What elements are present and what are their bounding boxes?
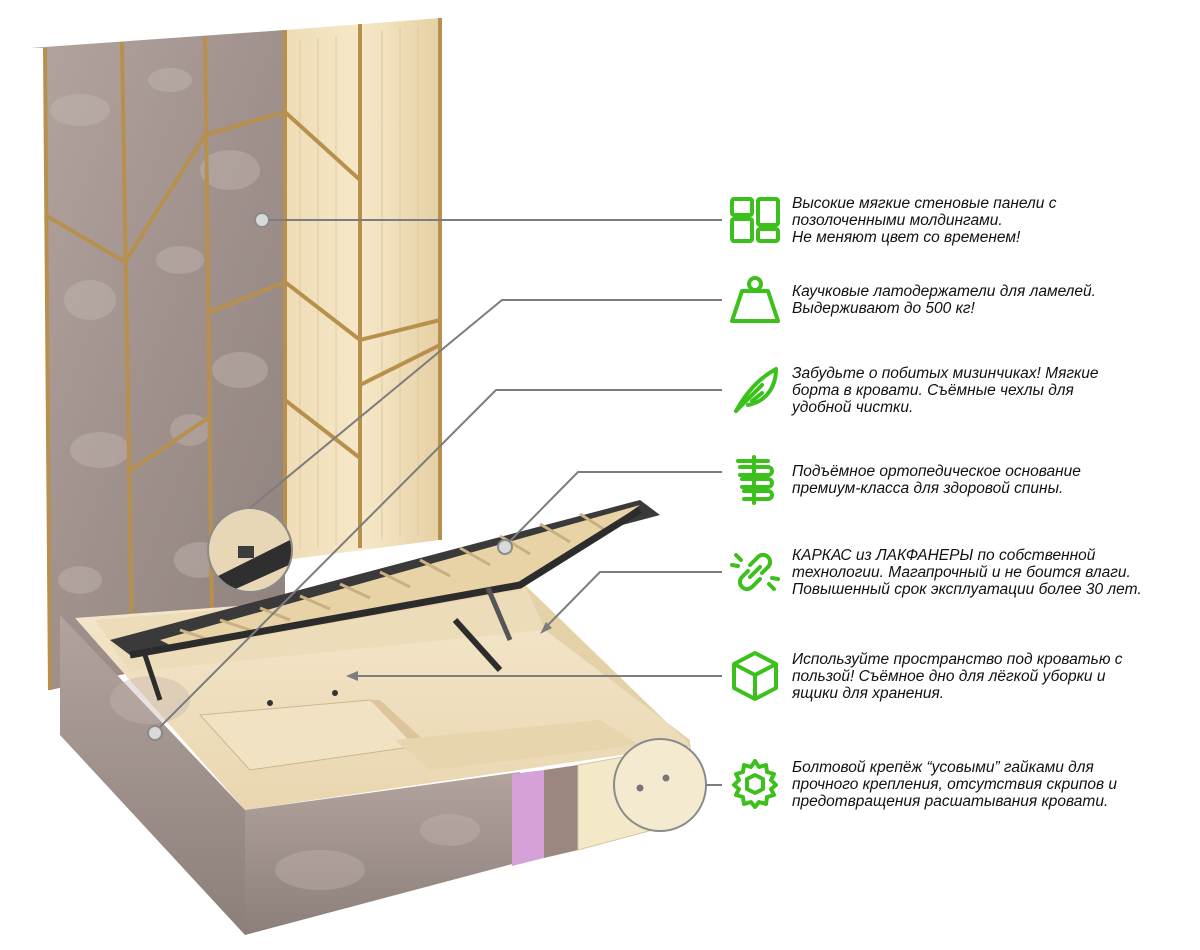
feature-orthopedic-base: Подъёмное ортопедическое основание преми… <box>728 448 1188 512</box>
feature-wall-panels: Высокие мягкие стеновые панели с позолоч… <box>728 188 1188 252</box>
feature-text: Болтовой крепёж “усовыми” гайками для пр… <box>792 758 1117 810</box>
feature-bolts: Болтовой крепёж “усовыми” гайками для пр… <box>728 752 1188 816</box>
weight-icon <box>730 276 780 323</box>
gear-bolt-icon <box>732 759 778 809</box>
wall-panels-icon <box>730 197 780 243</box>
headboard <box>30 18 442 691</box>
feature-frame: КАРКАС из ЛАКФАНЕРЫ по собственной техно… <box>728 540 1188 604</box>
feature-text: Подъёмное ортопедическое основание преми… <box>792 463 1081 497</box>
leader-lines <box>159 219 722 786</box>
broken-link-icon <box>730 552 780 592</box>
feature-text: Забудьте о побитых мизинчиках! Мягкие бо… <box>792 364 1099 416</box>
feature-latodergateli: Каучковые латодержатели для ламелей. Выд… <box>728 268 1188 332</box>
feather-icon <box>734 367 778 413</box>
orthopedic-base-icon <box>736 455 774 505</box>
feature-storage: Используйте пространство под кроватью с … <box>728 644 1188 708</box>
leader-arrowheads <box>346 622 552 681</box>
feature-text: КАРКАС из ЛАКФАНЕРЫ по собственной техно… <box>792 546 1142 598</box>
feature-soft-sides: Забудьте о побитых мизинчиках! Мягкие бо… <box>728 358 1188 422</box>
feature-text: Используйте пространство под кроватью с … <box>792 650 1123 702</box>
callout-markers <box>147 212 513 741</box>
zoom-circle-bolt <box>613 738 707 832</box>
orthopedic-base <box>110 500 660 701</box>
feature-text: Каучковые латодержатели для ламелей. Выд… <box>792 283 1096 317</box>
feature-text: Высокие мягкие стеновые панели с позолоч… <box>792 194 1057 246</box>
box-icon <box>732 651 778 701</box>
